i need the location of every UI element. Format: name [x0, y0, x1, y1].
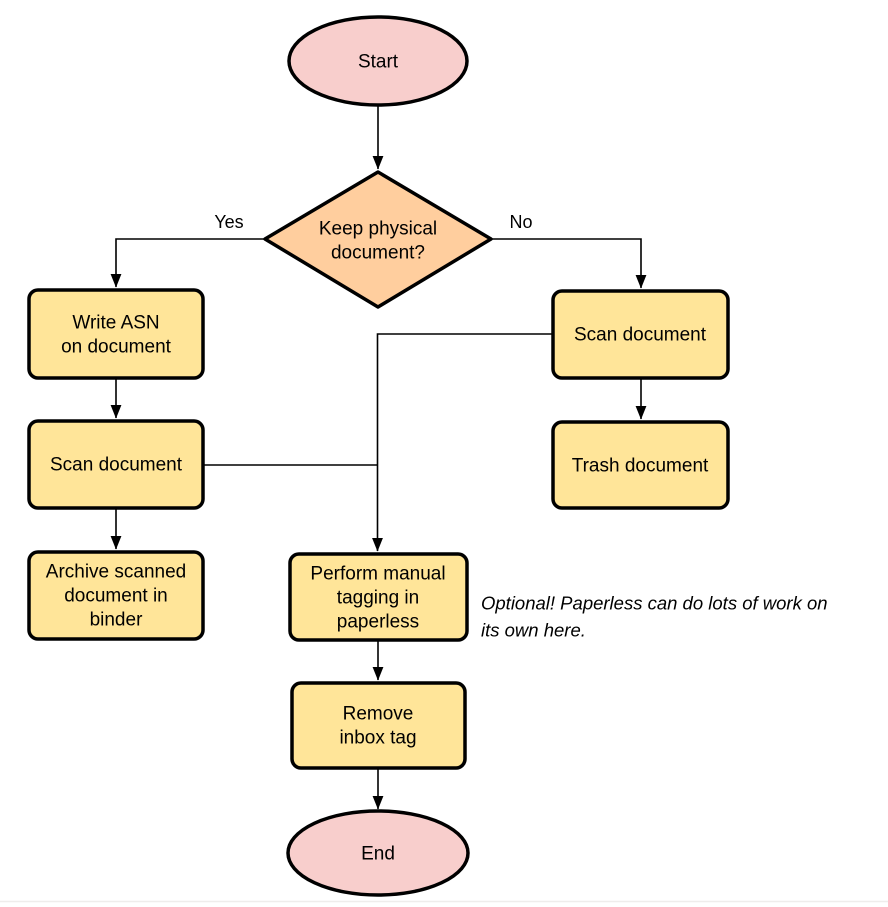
- decision-diamond: [263, 170, 493, 309]
- node-start: Start: [287, 15, 469, 107]
- node-write-asn: Write ASN on document: [27, 288, 205, 380]
- end-ellipse: [286, 809, 470, 897]
- remove-inbox-label-line2: inbox tag: [339, 728, 416, 749]
- tagging-box: [288, 552, 469, 642]
- archive-label-line3: binder: [90, 610, 143, 631]
- node-remove-inbox: Remove inbox tag: [290, 681, 467, 770]
- node-scan-left: Scan document: [27, 419, 205, 510]
- node-trash: Trash document: [551, 420, 730, 510]
- trash-label: Trash document: [572, 456, 709, 477]
- start-ellipse: [287, 15, 469, 107]
- edge-label-no: No: [509, 212, 532, 232]
- scan-left-label: Scan document: [50, 455, 183, 476]
- node-scan-right: Scan document: [551, 289, 730, 380]
- node-archive: Archive scanned document in binder: [27, 550, 205, 641]
- scan-left-box: [27, 419, 205, 510]
- decision-label-line1: Keep physical: [319, 219, 437, 240]
- tagging-label-line3: paperless: [337, 612, 419, 633]
- edge-decision-no: [491, 238, 647, 289]
- edge-decision-yes: [110, 238, 265, 288]
- node-tagging: Perform manual tagging in paperless: [288, 552, 469, 642]
- archive-label-line2: document in: [64, 586, 168, 607]
- edge-scanright-to-tagging: [372, 333, 553, 552]
- annotation-line1: Optional! Paperless can do lots of work …: [481, 593, 828, 614]
- edge-label-yes: Yes: [214, 212, 243, 232]
- tagging-label-line1: Perform manual: [310, 564, 445, 585]
- tagging-label-line2: tagging in: [337, 588, 419, 609]
- decision-label-line2: document?: [331, 243, 425, 264]
- trash-box: [551, 420, 730, 510]
- archive-box: [27, 550, 205, 641]
- write-asn-box: [27, 288, 205, 380]
- scan-right-box: [551, 289, 730, 380]
- start-label: Start: [358, 52, 399, 73]
- remove-inbox-label-line1: Remove: [343, 704, 414, 725]
- write-asn-label-line1: Write ASN: [72, 313, 159, 334]
- archive-label-line1: Archive scanned: [46, 562, 186, 583]
- write-asn-label-line2: on document: [61, 337, 172, 358]
- node-end: End: [286, 809, 470, 897]
- annotation-note: Optional! Paperless can do lots of work …: [481, 593, 828, 641]
- remove-inbox-box: [290, 681, 467, 770]
- node-decision: Keep physical document?: [263, 170, 493, 309]
- end-label: End: [361, 844, 395, 865]
- annotation-line2: its own here.: [481, 620, 586, 641]
- scan-right-label: Scan document: [574, 325, 707, 346]
